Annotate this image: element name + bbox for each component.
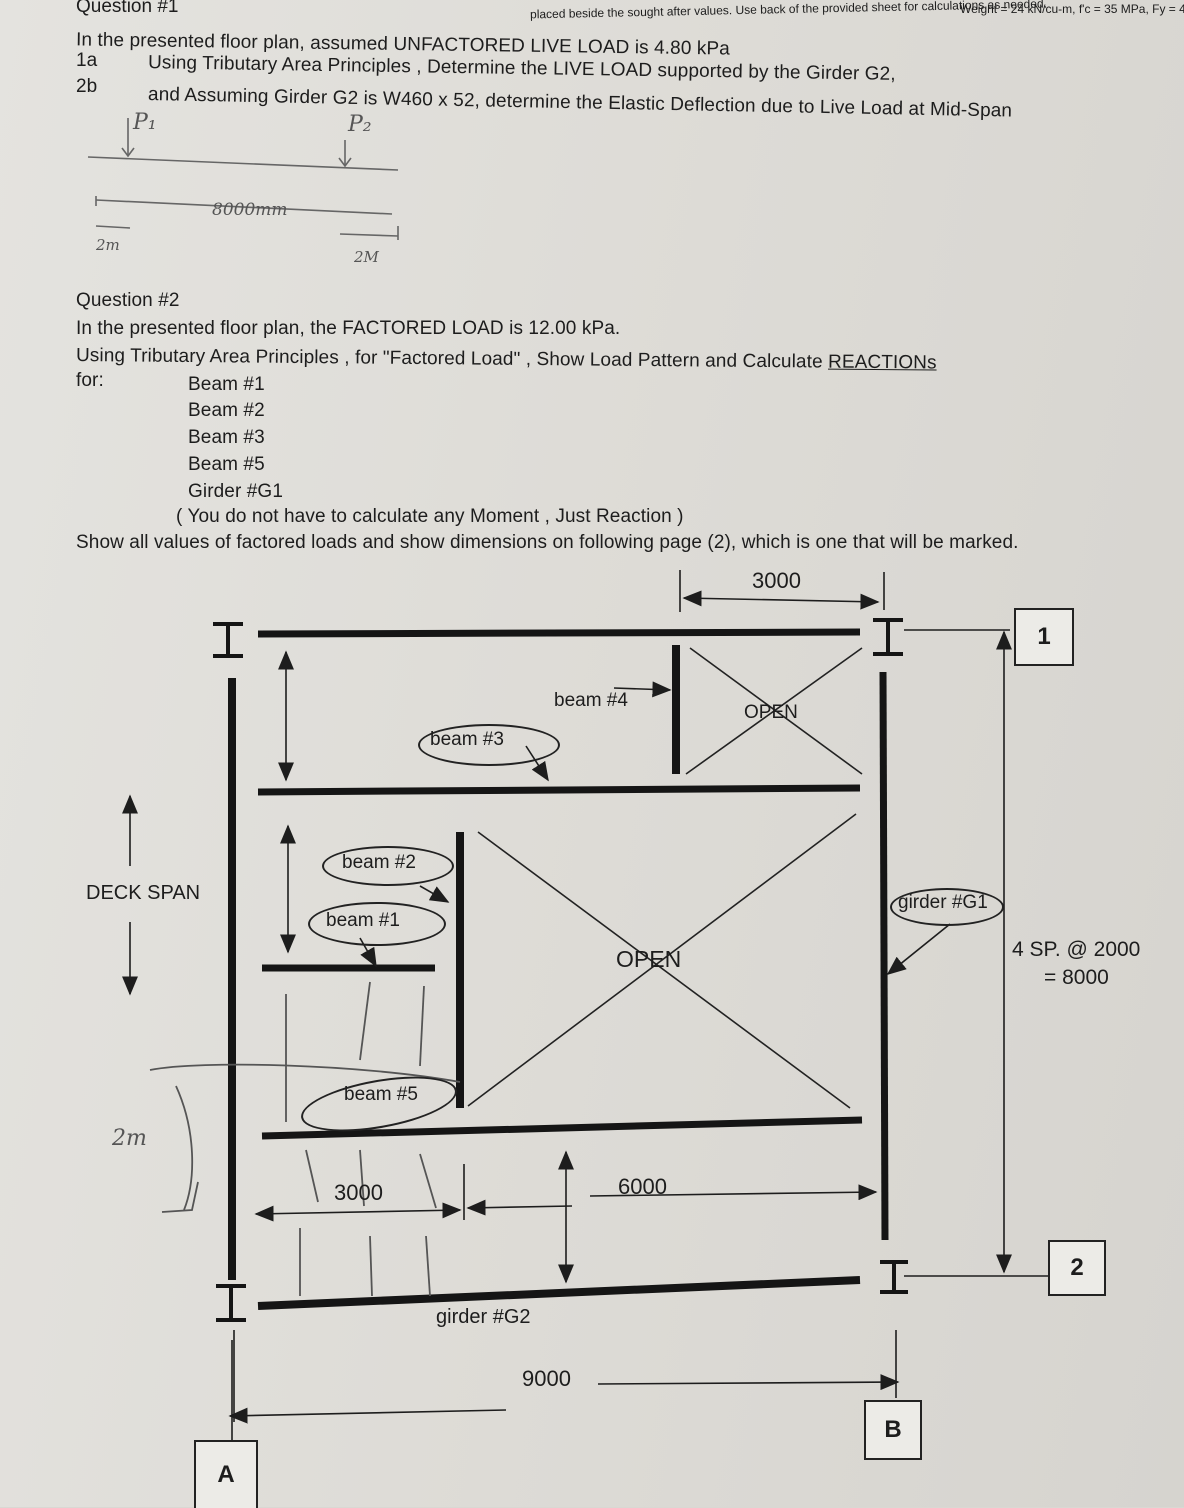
grid-line-2: 2 (1048, 1240, 1106, 1296)
label-open-main: OPEN (616, 946, 682, 972)
label-spacing-total: = 8000 (1044, 966, 1109, 989)
grid-line-b: B (864, 1400, 922, 1460)
dim-9000: 9000 (522, 1366, 571, 1391)
question-2-title: Question #2 (76, 290, 180, 311)
label-deck-span: DECK SPAN (86, 882, 201, 904)
question-2-item-3: Beam #3 (188, 427, 265, 448)
question-2-for-label: for: (76, 370, 104, 391)
question-2-item-4: Beam #5 (188, 454, 265, 475)
label-beam-3: beam #3 (430, 729, 504, 750)
dim-6000: 6000 (618, 1174, 667, 1199)
question-1-title: Question #1 (76, 0, 179, 17)
label-beam-4: beam #4 (554, 690, 628, 711)
sketch-label-p1: P₁ (133, 110, 157, 135)
label-girder-g1: girder #G1 (898, 892, 988, 913)
girder-g1-oval (890, 888, 1004, 926)
dim-top-3000: 3000 (752, 568, 801, 593)
question-2-item-5: Girder #G1 (188, 481, 283, 502)
question-2-show-all: Show all values of factored loads and sh… (76, 532, 1019, 553)
question-2-note: ( You do not have to calculate any Momen… (176, 506, 684, 527)
sketch-label-right-dist: 2M (354, 248, 379, 266)
grid-line-a: A (194, 1440, 258, 1508)
beam-3-oval (418, 724, 560, 766)
label-beam-1: beam #1 (326, 910, 400, 931)
sketch-label-left-dist: 2m (96, 236, 120, 254)
beam-2-oval (322, 846, 454, 886)
beam-1-oval (308, 902, 446, 946)
sketch-label-span: 8000mm (212, 200, 288, 220)
hand-label-2m: 2m (112, 1126, 147, 1151)
label-spacing: 4 SP. @ 2000 (1012, 938, 1141, 961)
question-2b-number: 2b (76, 76, 98, 97)
label-beam-2: beam #2 (342, 852, 416, 873)
label-open-top: OPEN (744, 702, 798, 723)
question-2-item-2: Beam #2 (188, 400, 265, 421)
question-2-intro: In the presented floor plan, the FACTORE… (76, 318, 621, 339)
sketch-label-p2: P₂ (348, 112, 372, 137)
dim-3000: 3000 (334, 1180, 383, 1205)
question-1a-number: 1a (76, 50, 98, 71)
label-girder-g2: girder #G2 (436, 1306, 531, 1328)
question-2-item-1: Beam #1 (188, 374, 265, 395)
label-beam-5: beam #5 (344, 1084, 418, 1105)
grid-line-1: 1 (1014, 608, 1074, 666)
header-constants: Weight = 24 kN/cu-m, f'c = 35 MPa, Fy = … (960, 2, 1184, 16)
